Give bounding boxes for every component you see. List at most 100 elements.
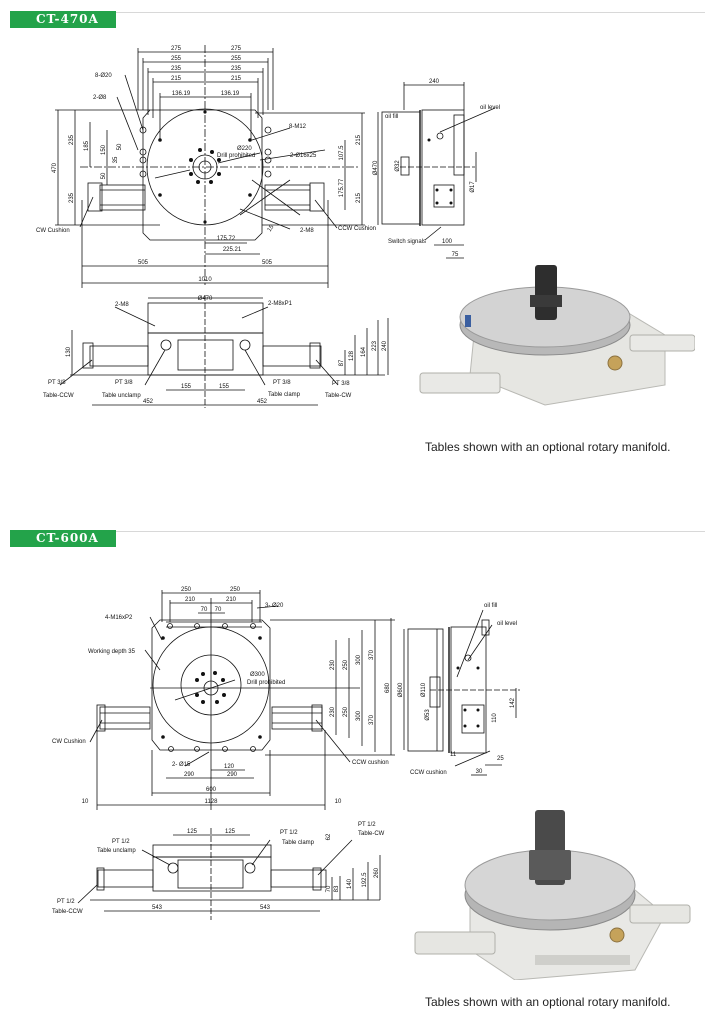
dim: 250 xyxy=(343,706,349,717)
dim: 452 xyxy=(257,399,268,405)
label-drill-prohibited: Drill prohibited xyxy=(247,680,285,686)
model-badge-ct600a: CT-600A xyxy=(10,530,116,547)
dim: 230 xyxy=(330,659,336,670)
dim-angle: 15 xyxy=(267,224,276,233)
label-pt: PT 3/8 xyxy=(332,381,350,387)
dim: 300 xyxy=(356,654,362,665)
dim: 250 xyxy=(181,587,192,593)
ct470a-front-view xyxy=(59,295,389,408)
label-pt: PT 1/2 xyxy=(112,839,130,845)
dim: 505 xyxy=(262,260,273,266)
ct600a-side-view xyxy=(403,609,520,776)
dim: 470 xyxy=(52,162,58,173)
dim: Ø600 xyxy=(398,682,404,697)
label-table-ccw: Table-CCW xyxy=(43,393,74,399)
dim: 215 xyxy=(231,76,242,82)
dim: Ø17 xyxy=(470,181,476,193)
dim: 107.5 xyxy=(339,145,345,161)
dim: 255 xyxy=(171,56,182,62)
dim: 70 xyxy=(201,607,208,613)
label-pt: PT 1/2 xyxy=(358,822,376,828)
dim: 70 xyxy=(326,885,332,892)
label-holes-16: 2-Ø16x25 xyxy=(290,153,317,159)
label-switch-signals: Switch signals xyxy=(388,239,426,245)
dim: 110 xyxy=(492,713,498,723)
dim: 192.5 xyxy=(362,872,368,888)
dim: 543 xyxy=(260,905,271,911)
dim: 370 xyxy=(369,649,375,660)
dim: 210 xyxy=(185,597,196,603)
dim: 175.77 xyxy=(339,178,345,197)
dim: 230 xyxy=(330,706,336,717)
dim: 136.19 xyxy=(172,91,191,97)
dim: 125 xyxy=(187,829,198,835)
ct470a-caption: Tables shown with an optional rotary man… xyxy=(425,440,671,454)
dim: 250 xyxy=(230,587,241,593)
dim: 275 xyxy=(171,46,182,52)
label-pt: PT 3/8 xyxy=(115,380,133,386)
dim: 215 xyxy=(356,134,362,145)
dim: 235 xyxy=(69,134,75,145)
section-divider-top xyxy=(115,12,705,13)
label-table-cw: Table-CW xyxy=(325,393,352,399)
label-holes-20: 8-Ø20 xyxy=(95,73,112,79)
dim: Ø110 xyxy=(421,682,427,697)
dim: 35 xyxy=(113,156,119,163)
dim: 70 xyxy=(215,607,222,613)
dim: 30 xyxy=(476,769,483,775)
label-table-clamp: Table clamp xyxy=(268,392,301,398)
dim: 235 xyxy=(171,66,182,72)
label-pt: PT 1/2 xyxy=(280,830,298,836)
label-pt: PT 3/8 xyxy=(273,380,291,386)
dim: 260 xyxy=(374,867,380,878)
dim: 155 xyxy=(219,384,230,390)
dim: 275 xyxy=(231,46,242,52)
label-ccw-cushion: CCW cushion xyxy=(352,760,389,766)
dim: 128 xyxy=(349,350,355,361)
ct470a-top-view-labels: 275 275 255 255 235 235 215 215 136.19 1… xyxy=(36,46,376,283)
dim: 120 xyxy=(224,764,235,770)
dim: 215 xyxy=(356,192,362,203)
dim: 223 xyxy=(372,340,378,351)
label-working-depth: Working depth 35 xyxy=(88,649,136,655)
dim: Ø470 xyxy=(198,296,213,302)
dim: 83 xyxy=(334,885,340,892)
dim: 240 xyxy=(382,340,388,351)
label-table-ccw: Table-CCW xyxy=(52,909,83,915)
dim: Ø53 xyxy=(425,709,431,721)
dim: 100 xyxy=(442,239,453,245)
dim: 1128 xyxy=(205,799,219,805)
dim: 235 xyxy=(69,192,75,203)
section-divider-middle xyxy=(115,531,705,532)
label-pt: PT 3/8 xyxy=(48,380,66,386)
ct600a-front-view-labels: 125 125 543 543 62 70 83 140 192.5 260 P… xyxy=(52,822,385,915)
label-m8: 2-M8 xyxy=(115,302,129,308)
dim: 543 xyxy=(152,905,163,911)
dim: 75 xyxy=(452,252,459,258)
dim: 155 xyxy=(181,384,192,390)
dim: 225.21 xyxy=(223,247,242,253)
dim: 140 xyxy=(347,878,353,889)
label-m8: 2-M8 xyxy=(300,228,314,234)
label-ccw-cushion: CCW Cushion xyxy=(338,226,376,232)
ct470a-front-view-labels: Ø470 155 155 452 452 130 87 128 164 223 … xyxy=(43,296,388,405)
dim: Ø32 xyxy=(395,160,401,172)
ct600a-top-view xyxy=(89,590,395,810)
dim: 142 xyxy=(510,697,516,708)
label-cw-cushion: CW Cushion xyxy=(52,739,86,745)
dim: 210 xyxy=(226,597,237,603)
dim: 215 xyxy=(171,76,182,82)
dim: 255 xyxy=(231,56,242,62)
dim: 300 xyxy=(356,710,362,721)
label-oil-level: oil level xyxy=(497,621,517,627)
dim: Ø470 xyxy=(373,160,379,175)
dim: 240 xyxy=(429,79,440,85)
label-table-unclamp: Table unclamp xyxy=(97,848,136,854)
label-m12: 8-M12 xyxy=(289,124,307,130)
label-pcd: Ø300 xyxy=(250,672,265,678)
label-oil-fill: oil fill xyxy=(484,603,497,609)
dim: 235 xyxy=(231,66,242,72)
label-m8p1: 2-M8xP1 xyxy=(268,301,293,307)
label-ccw-cushion: CCW cushion xyxy=(410,770,447,776)
